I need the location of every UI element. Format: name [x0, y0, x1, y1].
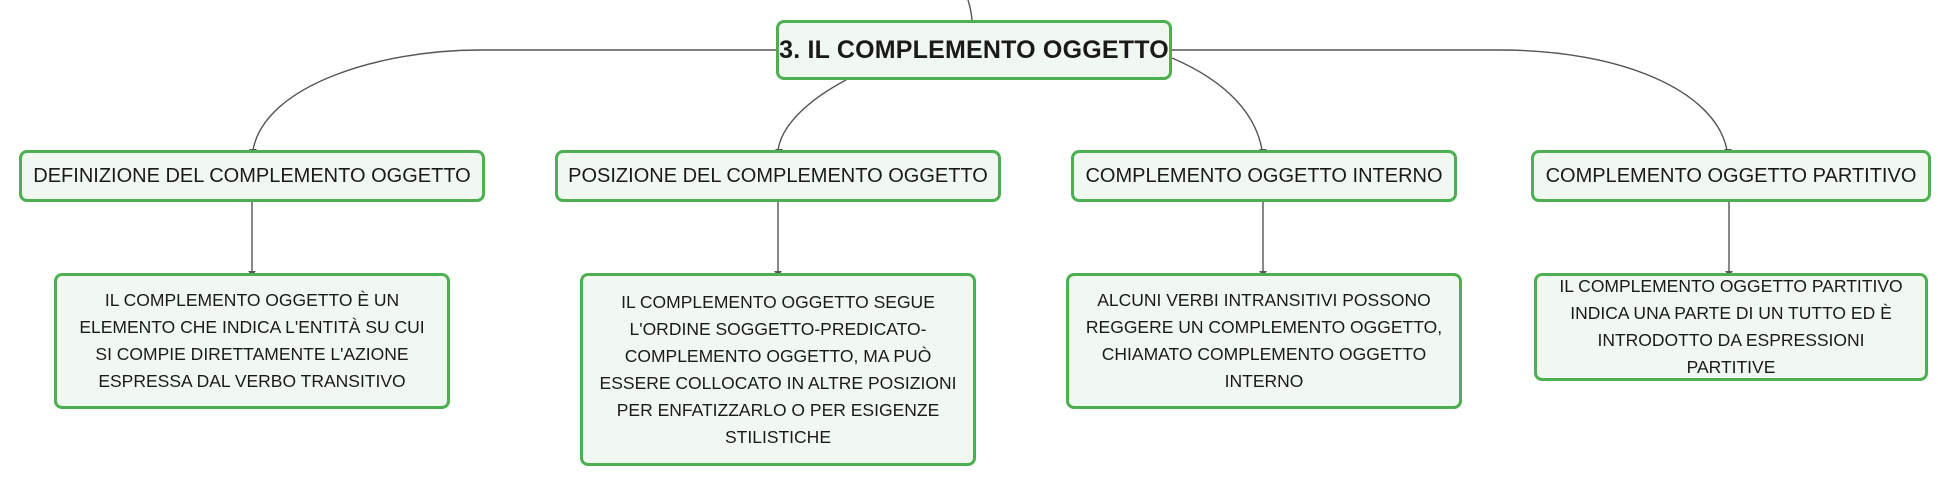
detail-node-text: IL COMPLEMENTO OGGETTO È UN ELEMENTO CHE…: [79, 290, 425, 391]
topic-node-label: COMPLEMENTO OGGETTO PARTITIVO: [1545, 164, 1917, 187]
topic-node-interno[interactable]: COMPLEMENTO OGGETTO INTERNO: [1071, 150, 1457, 202]
topic-node-label: POSIZIONE DEL COMPLEMENTO OGGETTO: [568, 164, 988, 187]
connector-root-def: [252, 49, 776, 151]
detail-node-posizione[interactable]: IL COMPLEMENTO OGGETTO SEGUE L'ORDINE SO…: [580, 273, 976, 466]
root-node-label: 3. IL COMPLEMENTO OGGETTO: [779, 35, 1169, 64]
connector-root-pos: [777, 79, 847, 151]
connector-root-int: [1171, 57, 1263, 151]
detail-node-text: IL COMPLEMENTO OGGETTO SEGUE L'ORDINE SO…: [599, 291, 957, 447]
detail-node-text: ALCUNI VERBI INTRANSITIVI POSSONO REGGER…: [1085, 290, 1443, 391]
root-node[interactable]: 3. IL COMPLEMENTO OGGETTO: [776, 20, 1172, 80]
topic-node-definizione[interactable]: DEFINIZIONE DEL COMPLEMENTO OGGETTO: [19, 150, 485, 202]
detail-node-partitivo[interactable]: IL COMPLEMENTO OGGETTO PARTITIVO INDICA …: [1534, 273, 1928, 381]
topic-node-label: COMPLEMENTO OGGETTO INTERNO: [1085, 164, 1443, 187]
topic-node-posizione[interactable]: POSIZIONE DEL COMPLEMENTO OGGETTO: [555, 150, 1001, 202]
detail-node-definizione[interactable]: IL COMPLEMENTO OGGETTO È UN ELEMENTO CHE…: [54, 273, 450, 409]
connector-parent-root: [967, 0, 973, 21]
topic-node-label: DEFINIZIONE DEL COMPLEMENTO OGGETTO: [33, 164, 471, 187]
connector-root-par: [1172, 49, 1728, 151]
detail-node-interno[interactable]: ALCUNI VERBI INTRANSITIVI POSSONO REGGER…: [1066, 273, 1462, 409]
detail-node-text: IL COMPLEMENTO OGGETTO PARTITIVO INDICA …: [1559, 276, 1903, 377]
topic-node-partitivo[interactable]: COMPLEMENTO OGGETTO PARTITIVO: [1531, 150, 1931, 202]
